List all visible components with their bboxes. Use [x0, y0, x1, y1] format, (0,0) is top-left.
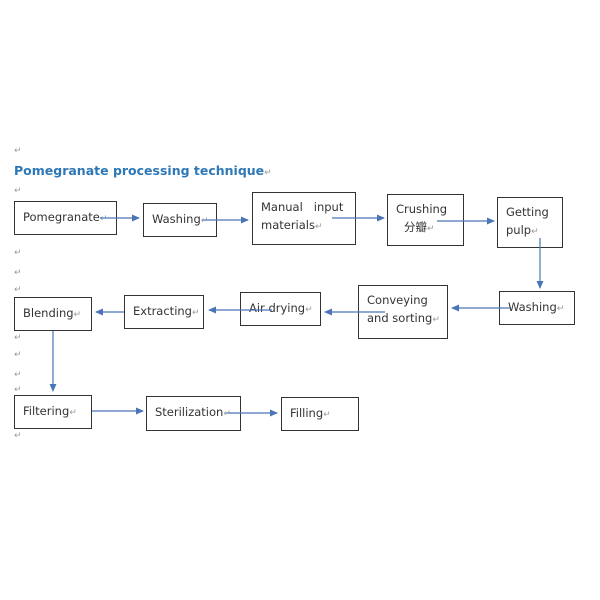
step-blending: Blending↵ [14, 297, 92, 331]
step-getting-pulp: Getting pulp↵ [497, 197, 563, 248]
step-label: Filling [290, 406, 324, 420]
step-filling: Filling↵ [281, 397, 359, 431]
paragraph-mark: ↵ [69, 408, 77, 418]
paragraph-mark: ↵ [99, 214, 108, 224]
title-text: Pomegranate processing technique [14, 163, 265, 178]
step-pomegranate: Pomegranate↵ [14, 201, 117, 235]
paragraph-mark: ↵ [264, 168, 272, 178]
paragraph-mark: ↵ [323, 410, 331, 420]
step-label: Washing [508, 300, 557, 314]
step-label: Pomegranate [23, 210, 100, 224]
step-label: Sterilization [155, 405, 224, 419]
paragraph-mark: ↵ [556, 304, 565, 314]
step-sterilization: Sterilization↵ [146, 396, 241, 431]
paragraph-mark: ↵ [14, 285, 22, 295]
step-label: Air drying [249, 301, 306, 315]
document-title: Pomegranate processing technique↵ [14, 163, 272, 178]
paragraph-mark: ↵ [14, 370, 22, 380]
paragraph-mark: ↵ [73, 310, 82, 320]
step-crushing: Crushing 分瓣↵ [387, 194, 464, 246]
paragraph-mark: ↵ [223, 409, 231, 419]
step-label: Extracting [133, 304, 192, 318]
paragraph-mark: ↵ [531, 227, 539, 237]
step-label-line1: Getting [506, 205, 549, 219]
step-label-line2: 分瓣 [404, 220, 427, 234]
step-extracting: Extracting↵ [124, 295, 204, 329]
step-label: Filtering [23, 404, 70, 418]
paragraph-mark: ↵ [14, 248, 22, 258]
step-label-line2: and sorting [367, 311, 433, 325]
paragraph-mark: ↵ [14, 146, 22, 156]
step-filtering: Filtering↵ [14, 395, 92, 429]
paragraph-mark: ↵ [200, 216, 209, 226]
step-label: Blending [23, 306, 74, 320]
step-conveying: Conveying and sorting↵ [358, 285, 448, 339]
paragraph-mark: ↵ [14, 186, 22, 196]
step-washing-2: Washing↵ [499, 291, 575, 325]
paragraph-mark: ↵ [14, 268, 22, 278]
step-manual-input: Manual input materials↵ [252, 192, 356, 245]
paragraph-mark: ↵ [14, 333, 22, 343]
step-label: Washing [152, 212, 201, 226]
paragraph-mark: ↵ [14, 431, 22, 441]
step-label-line1: Conveying [367, 293, 428, 307]
step-label-line1: Manual input [261, 200, 344, 214]
step-washing-1: Washing↵ [143, 203, 217, 237]
step-label-line2: materials [261, 218, 315, 232]
paragraph-mark: ↵ [427, 224, 435, 234]
step-label-line2: pulp [506, 223, 532, 237]
step-label-line1: Crushing [396, 202, 448, 216]
paragraph-mark: ↵ [432, 315, 440, 325]
step-air-drying: Air drying↵ [240, 292, 321, 326]
paragraph-mark: ↵ [315, 222, 323, 232]
paragraph-mark: ↵ [305, 305, 313, 315]
paragraph-mark: ↵ [191, 308, 200, 318]
paragraph-mark: ↵ [14, 350, 22, 360]
paragraph-mark: ↵ [14, 385, 22, 395]
